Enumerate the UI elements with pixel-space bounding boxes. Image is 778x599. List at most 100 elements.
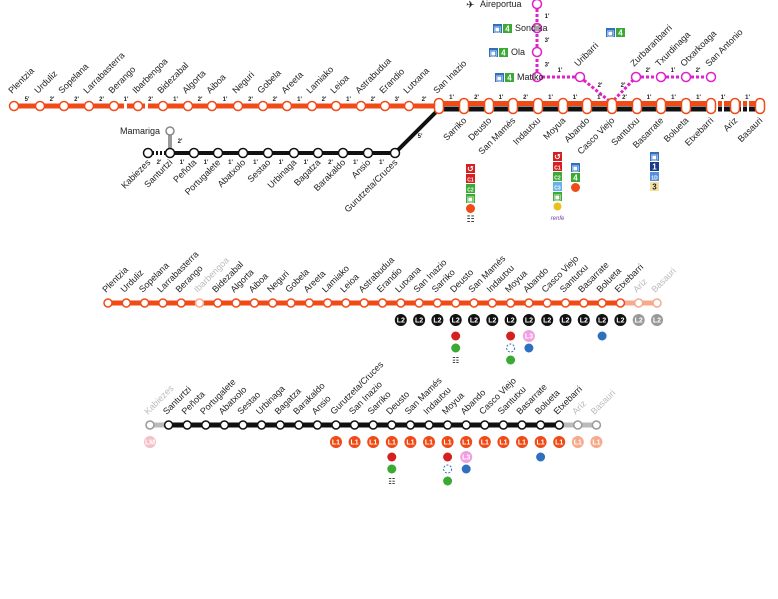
strip-l1-deusto-renfe-icon: [387, 452, 397, 462]
abando-c2-badge-text: C2: [554, 176, 561, 182]
casco-viejo-euskotren-icon: [571, 183, 580, 192]
travel-time-label: 1': [304, 160, 309, 166]
abando-bizkaibus-icon-text: ▣: [554, 193, 562, 202]
travel-time-label: 1': [558, 68, 563, 74]
travel-time-label: 2': [99, 97, 104, 103]
strip-l1-badge-text: L1: [481, 440, 489, 447]
station-abando: [461, 420, 471, 430]
san-mames-renfe-icon-text: ↺: [467, 165, 474, 174]
station-sopelana: [139, 298, 150, 308]
strip-l1-deusto-bizkaibus-icon: [387, 464, 397, 474]
casco-viejo-bilbobus-icon-text: ▣: [572, 164, 580, 173]
casco-viejo-line-4-badge: [571, 173, 580, 182]
strip-l2-badge-text: L2: [488, 318, 496, 325]
strip-l1-badge-text: L1: [592, 440, 600, 447]
strip-l1-moyua-bilbobus-icon: [443, 464, 453, 474]
track-gap: [716, 100, 718, 112]
station-berango: [176, 298, 186, 308]
travel-time-label: 1': [228, 160, 233, 166]
station-san-inazio: [433, 97, 445, 115]
travel-time-label: 2': [371, 97, 376, 103]
strip-l2-badge: [651, 314, 663, 326]
strip-l2-abando-l3-badge: [522, 330, 535, 342]
travel-time-label: 1': [204, 160, 209, 166]
station-aiboa: [249, 298, 260, 308]
strip-l1-badge: [534, 436, 547, 448]
strip-l2-abando-l3-badge-text: L3: [525, 334, 533, 341]
strip-l1-kabiezes-badge: [144, 436, 156, 448]
travel-time-label: 1': [253, 160, 258, 166]
station-basauri: [591, 420, 602, 430]
station-abatxolo: [237, 147, 249, 159]
travel-time-label: 1': [573, 95, 578, 101]
station-label-leioa: Leioa: [328, 73, 351, 96]
station-urbinaga: [256, 420, 267, 430]
station-label-san-inazio: San Inazio: [431, 58, 468, 95]
bilbobus-icon: [493, 24, 502, 33]
station-mamariga: [165, 126, 175, 136]
station-bolueta: [597, 298, 607, 308]
station-bagatza: [275, 420, 285, 430]
station-label-mamariga: Mamariga: [120, 126, 160, 136]
line-4-badge: [499, 48, 508, 57]
casco-viejo-line-4-badge-text: 4: [573, 174, 578, 183]
station-ibarbengoa: [132, 100, 144, 112]
track-gap: [747, 100, 749, 112]
strip-l1-badge: [348, 436, 361, 448]
strip-l1-badge: [385, 436, 398, 448]
strip-l1-badge: [460, 436, 473, 448]
station-basarrate: [517, 420, 527, 430]
line3-track-b: [579, 75, 609, 102]
strip-l2-badge-text: L2: [415, 318, 423, 325]
strip-l1-kabiezes-badge-text: LM: [145, 440, 155, 447]
station-urduliz: [121, 298, 132, 308]
station-abando: [524, 298, 534, 308]
line-4-badge-text: 4: [501, 49, 506, 58]
station-gobela: [286, 298, 296, 308]
station-basarrate: [579, 298, 589, 308]
strip-l1-badge: [516, 436, 528, 448]
travel-time-label: 2': [50, 97, 55, 103]
station-astrabudua: [355, 100, 367, 112]
strip-l2-badge-text: L2: [561, 318, 569, 325]
travel-time-label: 2': [74, 97, 79, 103]
bolueta-line-1d-badge-text: 1D: [651, 176, 658, 182]
travel-time-label: 2': [646, 68, 651, 74]
travel-time-label: 2': [178, 139, 183, 145]
strip-l2-badge-text: L2: [635, 318, 643, 325]
station-santurtzi: [164, 147, 176, 159]
strip-l1-abando-l3-badge-text: L3: [462, 455, 470, 462]
travel-time-label: 1': [353, 160, 358, 166]
strip-l1-badge-text: L1: [574, 440, 582, 447]
station-abando: [581, 97, 593, 115]
track-gap: [741, 100, 743, 112]
station-gurutzeta-cruces: [331, 420, 341, 430]
station-sarriko: [368, 420, 378, 430]
strip-l2-badge: [449, 314, 462, 326]
station-bidezabal: [157, 100, 169, 112]
abando-c2-badge: [553, 172, 562, 181]
strip-l2-badge: [541, 314, 554, 326]
station-label-plentzia: Plentzia: [6, 66, 36, 96]
station-label-lutxana: Lutxana: [401, 66, 431, 96]
san-mames-bizkaibus-icon-text: ▣: [467, 195, 475, 204]
station-layer: [8, 0, 766, 430]
bolueta-line-1d-badge: [650, 172, 659, 181]
abando-renfe-icon: [553, 152, 562, 161]
legend-aireportua: Aireportua: [480, 0, 522, 9]
station-larrabasterra: [83, 100, 95, 112]
strip-l2-badge: [431, 314, 444, 326]
station-santutxu: [498, 420, 509, 430]
station-deusto: [450, 298, 461, 308]
station-bolueta: [680, 97, 692, 115]
line-4-badge: [505, 73, 514, 82]
strip-l1-badge-text: L1: [332, 440, 340, 447]
strip-l2-badge: [577, 314, 590, 326]
strip-l2-deusto-renfe-icon: [451, 331, 461, 341]
track-gap: [124, 102, 127, 110]
station-larrabasterra: [158, 298, 168, 308]
strip-l2-badge: [614, 314, 627, 326]
station-areeta: [304, 298, 315, 308]
